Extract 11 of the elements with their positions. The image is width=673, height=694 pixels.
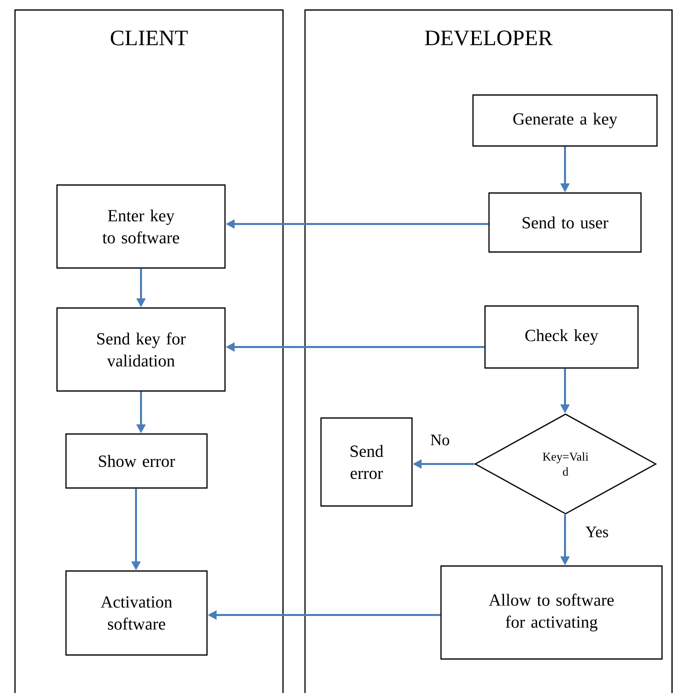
process-box: Enter key to software — [56, 184, 226, 269]
process-box: Send to user — [488, 192, 642, 253]
process-box: Show error — [65, 433, 208, 489]
process-box: Generate a key — [472, 94, 658, 147]
edge-label: No — [429, 434, 451, 446]
edge-label: Yes — [584, 526, 610, 538]
process-box: Activation software — [65, 570, 208, 656]
process-box: Send key for validation — [56, 307, 226, 392]
process-box: Check key — [484, 305, 639, 369]
process-box: Allow to software for activating — [440, 565, 663, 660]
process-box: Send error — [320, 417, 413, 507]
